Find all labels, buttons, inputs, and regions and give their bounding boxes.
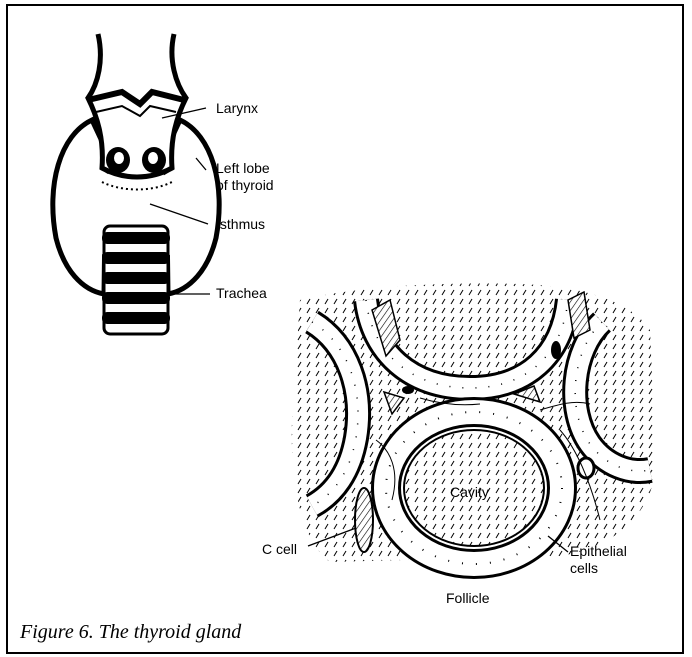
label-cavity: Cavity: [450, 484, 489, 501]
follicle-drawing: [292, 284, 656, 564]
label-larynx: Larynx: [216, 100, 258, 117]
label-isthmus: Isthmus: [216, 216, 265, 233]
label-trachea: Trachea: [216, 285, 267, 302]
label-c-cell: C cell: [262, 541, 297, 558]
c-cell: [355, 488, 373, 552]
label-epithelial-line2: cells: [570, 560, 598, 577]
label-follicle: Follicle: [446, 590, 490, 607]
label-left-lobe-line1: Left lobe: [216, 160, 270, 177]
label-epithelial-line1: Epithelial: [570, 543, 627, 560]
figure-caption: Figure 6. The thyroid gland: [20, 621, 241, 644]
left-thyroid-lobe: [53, 120, 106, 294]
thyroid-gland-drawing: [53, 34, 219, 334]
trachea: [102, 226, 170, 334]
label-left-lobe-line2: of thyroid: [216, 177, 274, 194]
